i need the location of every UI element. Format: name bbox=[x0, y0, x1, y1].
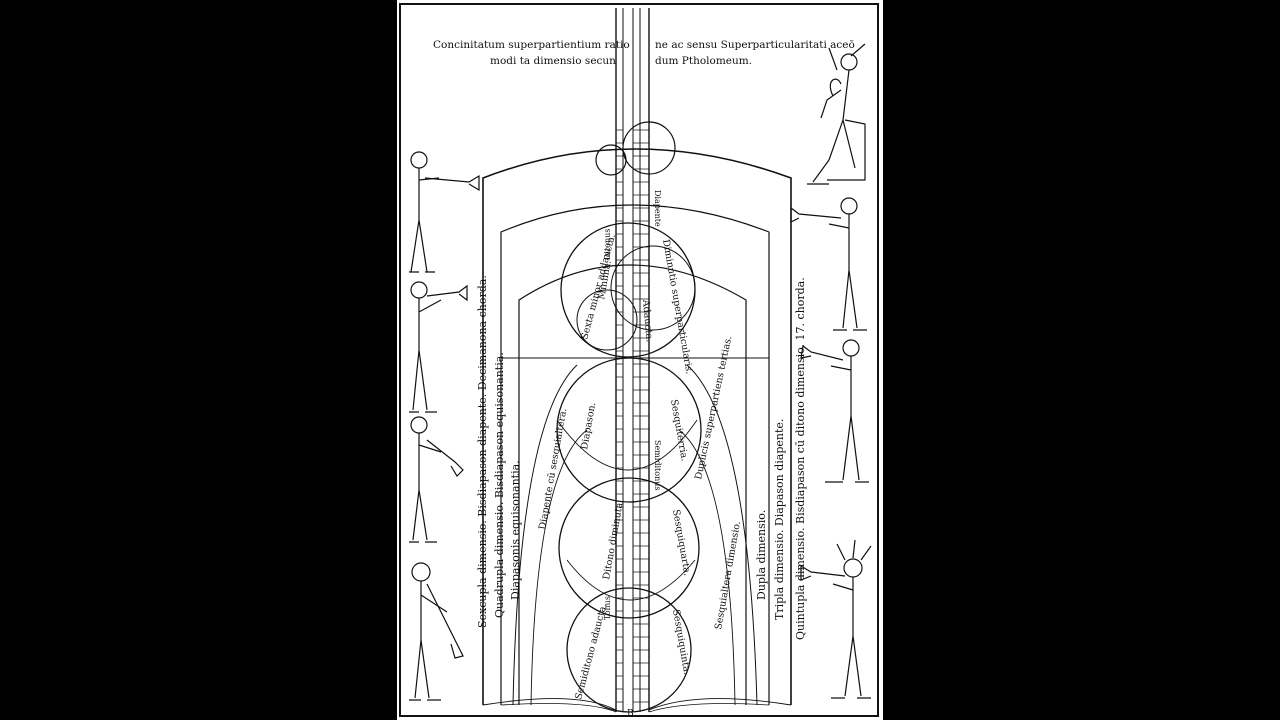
note-label-3: Semiditonus bbox=[653, 440, 662, 490]
header-right-line2: dum Ptholomeum. bbox=[655, 55, 752, 67]
left-trumpeter-3-figure bbox=[409, 416, 464, 543]
circle-label-mid-right-outer: Duplicis superpartiens tertias. bbox=[693, 335, 734, 481]
harmony-diagram: Concinitatum superpartientium ratio modi… bbox=[399, 3, 879, 719]
right-label-middle: Tripla dimensio. Diapason diapente. bbox=[773, 419, 786, 620]
left-trumpeter-2-figure bbox=[409, 281, 468, 413]
circle-label-mid-right: Sesquiterria. bbox=[668, 399, 690, 462]
circle-label-top-right: Diminutio superparticularis. bbox=[660, 239, 695, 375]
footer-glyph: B bbox=[627, 709, 634, 719]
circle-label-mid-left: Diapason. bbox=[579, 402, 598, 451]
right-label-outer: Quintupla dimensio. Bisdiapason cū diton… bbox=[794, 277, 807, 640]
right-trumpeter-2-figure bbox=[800, 339, 869, 483]
harmonic-circles bbox=[556, 121, 702, 713]
right-trumpeter-1-figure bbox=[790, 197, 867, 331]
right-bagpiper-figure bbox=[807, 43, 866, 185]
header-right-line1: ne ac sensu Superparticularitati aceō bbox=[655, 39, 855, 51]
circle-label-bottom-right: Sesquiquinta. bbox=[670, 609, 692, 676]
monochord-column bbox=[615, 8, 650, 712]
header-left-line1: Concinitatum superpartientium ratio bbox=[433, 39, 630, 51]
note-label-1: Diapente bbox=[653, 190, 662, 227]
circle-label-low-right: Sesquiquarta. bbox=[670, 509, 692, 577]
page-border bbox=[399, 3, 879, 717]
left-trumpeter-4-figure bbox=[409, 562, 464, 701]
musician-figures bbox=[409, 43, 872, 701]
note-label-2: Ditonus bbox=[603, 229, 612, 260]
circle-label-mid-left-outer: Diapente cū sesquialtera. bbox=[537, 407, 569, 530]
left-label-inner: Diapasonis equisonantia. bbox=[509, 460, 522, 600]
right-trumpeter-3-figure bbox=[800, 539, 872, 699]
circle-label-low-left: Ditono diminuta. bbox=[601, 499, 626, 581]
note-label-4: Tonus bbox=[603, 596, 612, 620]
header-left-line2: modi ta dimensio secun bbox=[490, 55, 616, 67]
left-label-middle: Quadrupla dimensio. Bisdiapason equisona… bbox=[493, 352, 506, 618]
circle-label-top-right-inner: Adaucta. bbox=[640, 298, 655, 342]
right-label-inner: Dupla dimensio. bbox=[755, 510, 768, 600]
arch-frames bbox=[482, 148, 792, 713]
left-label-outer: Sexcupla dimensio. Bisdiapason diapente.… bbox=[476, 275, 489, 628]
left-trumpeter-1-figure bbox=[409, 151, 480, 273]
circle-label-low-right-outer: Sesquialtera dimensio. bbox=[713, 520, 743, 630]
woodcut-page: Concinitatum superpartientium ratio modi… bbox=[397, 0, 883, 720]
